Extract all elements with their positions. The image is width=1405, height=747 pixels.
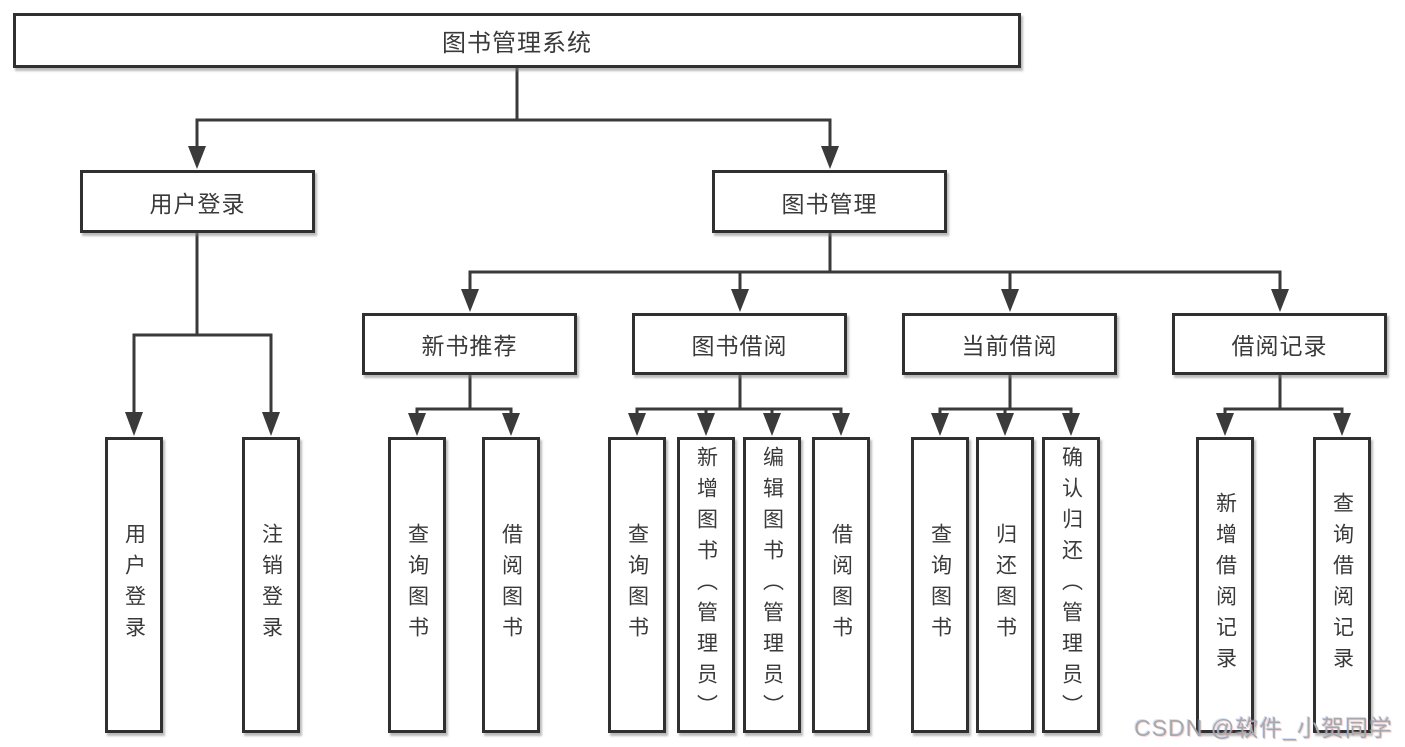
csdn-watermark: CSDN @软件_小贺同学 [1134, 715, 1393, 741]
leaf-user-login: 用户登录 [105, 437, 163, 733]
leaf-add-borrow-record: 新增借阅记录 [1196, 437, 1254, 733]
arrow-down-icon [1271, 289, 1289, 312]
arrow-down-icon [1062, 413, 1080, 436]
leaf-query-books-borrowing: 查询图书 [608, 437, 666, 733]
arrow-down-icon [1216, 413, 1234, 436]
node-book-management: 图书管理 [712, 170, 947, 233]
connector-bookmgmt-to-level3 [468, 233, 1282, 291]
leaf-logout: 注销登录 [242, 437, 300, 733]
leaf-query-books-current: 查询图书 [911, 437, 969, 733]
leaf-confirm-return-admin: 确认归还（管理员） [1042, 437, 1100, 733]
connector-bookborrow-to-leaves [635, 375, 843, 415]
arrow-down-icon [996, 413, 1014, 436]
leaf-edit-books-admin: 编辑图书（管理员） [743, 437, 801, 733]
node-current-borrowing: 当前借阅 [902, 313, 1117, 375]
node-user-login: 用户登录 [80, 170, 315, 233]
arrow-down-icon [832, 413, 850, 436]
leaf-query-books-recommend: 查询图书 [388, 437, 446, 733]
node-root-system: 图书管理系统 [13, 13, 1021, 68]
connector-curborrow-to-leaves [938, 375, 1073, 415]
arrow-down-icon [461, 289, 479, 312]
arrow-down-icon [502, 413, 520, 436]
leaf-query-borrow-record: 查询借阅记录 [1313, 437, 1371, 733]
connector-newbook-to-leaves [415, 375, 513, 415]
arrow-down-icon [1001, 289, 1019, 312]
arrow-down-icon [262, 412, 280, 436]
leaf-add-books-admin: 新增图书（管理员） [677, 437, 735, 733]
leaf-borrow-books-recommend: 借阅图书 [482, 437, 540, 733]
arrow-down-icon [125, 412, 143, 436]
arrow-down-icon [188, 146, 206, 169]
leaf-borrow-books-borrowing: 借阅图书 [812, 437, 870, 733]
node-book-borrowing: 图书借阅 [632, 313, 847, 375]
connector-borrowrec-to-leaves [1223, 375, 1344, 415]
arrow-down-icon [731, 289, 749, 312]
arrow-down-icon [763, 413, 781, 436]
arrow-down-icon [821, 146, 839, 169]
connector-userlogin-to-leaves [132, 233, 273, 414]
connector-root-to-level2 [195, 68, 832, 148]
leaf-return-books: 归还图书 [976, 437, 1034, 733]
node-new-book-recommend: 新书推荐 [362, 313, 577, 375]
arrow-down-icon [697, 413, 715, 436]
arrow-down-icon [1333, 413, 1351, 436]
arrow-down-icon [408, 413, 426, 436]
arrow-down-icon [931, 413, 949, 436]
node-borrowing-records: 借阅记录 [1172, 313, 1387, 375]
arrow-down-icon [628, 413, 646, 436]
